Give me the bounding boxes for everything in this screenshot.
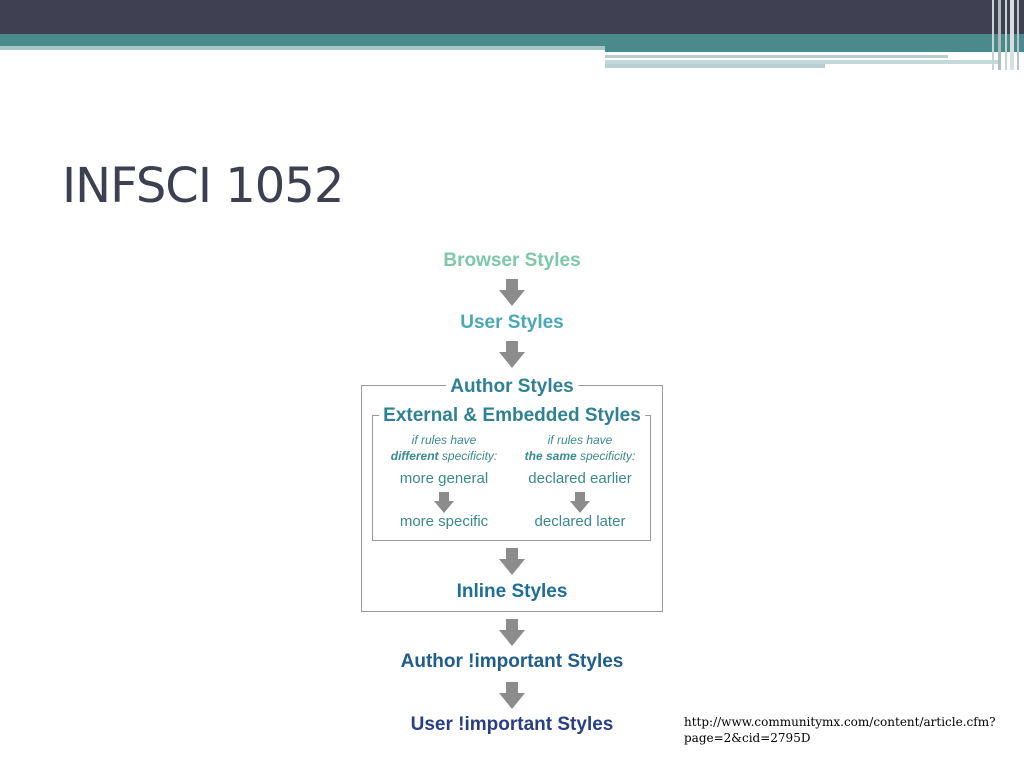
author-important-label: Author !important Styles [400, 651, 624, 672]
down-arrow-icon [499, 341, 525, 368]
inline-styles-label: Inline Styles [456, 581, 568, 602]
header-bar [0, 0, 1024, 34]
source-url: http://www.communitymx.com/content/artic… [684, 715, 996, 745]
header-accent-stripe [0, 46, 605, 50]
header-accent-line [605, 64, 825, 68]
same-specificity-note: if rules have the same specificity: [524, 433, 636, 463]
browser-styles-label: Browser Styles [443, 250, 581, 271]
author-styles-label: Author Styles [446, 376, 578, 398]
declared-later-label: declared later [534, 513, 626, 530]
header-accent-stripe [605, 46, 1024, 52]
header-accent-line [605, 60, 1000, 64]
down-arrow-icon [570, 492, 590, 513]
more-specific-label: more specific [399, 513, 489, 530]
header-vertical-lines [992, 0, 1019, 70]
down-arrow-icon [499, 619, 525, 646]
down-arrow-icon [434, 492, 454, 513]
user-styles-label: User Styles [460, 312, 564, 333]
more-general-label: more general [399, 470, 489, 487]
down-arrow-icon [499, 548, 525, 575]
declared-earlier-label: declared earlier [528, 470, 632, 487]
down-arrow-icon [499, 682, 525, 709]
user-important-label: User !important Styles [410, 714, 614, 735]
header-accent-line [605, 55, 948, 58]
different-specificity-note: if rules have different specificity: [390, 433, 498, 463]
down-arrow-icon [499, 279, 525, 306]
external-embedded-label: External & Embedded Styles [379, 405, 645, 427]
slide-title: INFSCI 1052 [62, 158, 344, 214]
header-accent-stripe [0, 34, 1024, 46]
